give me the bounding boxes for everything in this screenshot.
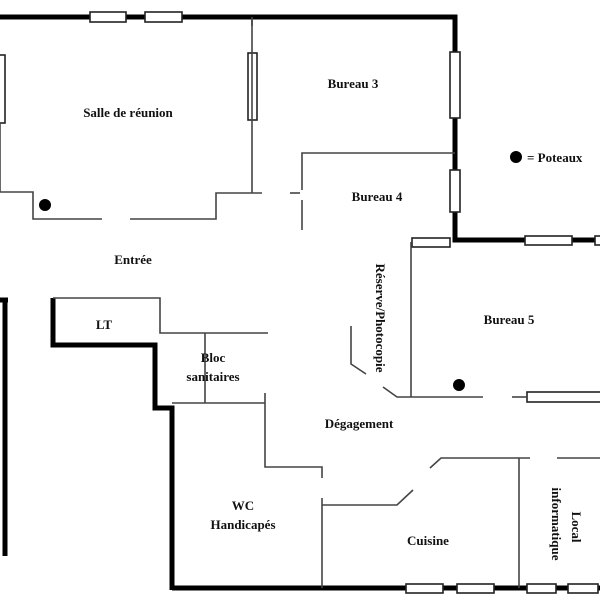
room-wc-line2: Handicapés bbox=[210, 517, 275, 532]
partitions bbox=[0, 17, 600, 588]
column-marker bbox=[453, 379, 465, 391]
room-bloc-line1: Bloc bbox=[201, 350, 226, 365]
room-bureau-4: Bureau 4 bbox=[352, 189, 403, 204]
legend-poteaux: = Poteaux bbox=[527, 150, 583, 165]
room-entree: Entrée bbox=[114, 252, 152, 267]
column-marker bbox=[39, 199, 51, 211]
room-bloc-line2: sanitaires bbox=[186, 369, 239, 384]
exterior-walls bbox=[0, 14, 600, 591]
room-local-line1: Local bbox=[569, 511, 584, 542]
room-wc-line1: WC bbox=[232, 498, 254, 513]
room-salle-reunion: Salle de réunion bbox=[83, 105, 173, 120]
room-bureau-3: Bureau 3 bbox=[328, 76, 379, 91]
room-reserve: Réserve/Photocopie bbox=[373, 263, 388, 372]
room-bureau-5: Bureau 5 bbox=[484, 312, 535, 327]
room-degagement: Dégagement bbox=[325, 416, 394, 431]
room-local-line2: informatique bbox=[549, 488, 564, 561]
room-lt: LT bbox=[96, 317, 112, 332]
legend-column-icon bbox=[510, 151, 522, 163]
windows bbox=[0, 11, 600, 594]
columns bbox=[39, 151, 522, 391]
room-cuisine: Cuisine bbox=[407, 533, 449, 548]
